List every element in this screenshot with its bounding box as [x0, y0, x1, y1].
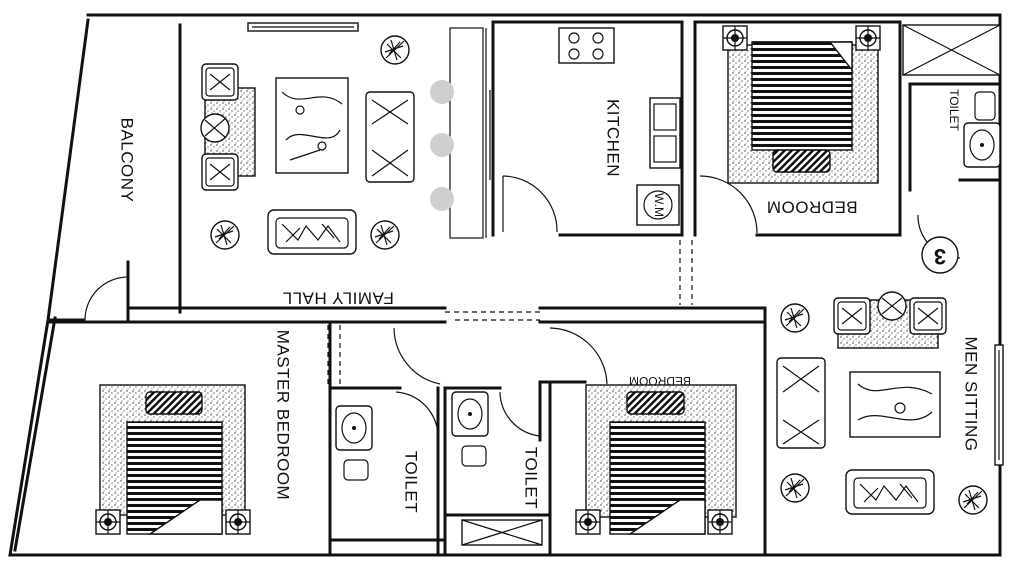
room-label-balcony: BALCONY: [118, 118, 137, 203]
interior-walls: [46, 20, 1002, 557]
windows: [247, 22, 1004, 546]
washing-machine-label: W.M: [652, 193, 666, 217]
room-label-bedroom-top: BEDROOM: [766, 198, 857, 217]
room-label-toilet-left: TOILET: [402, 451, 421, 513]
bedroom-bottom-furniture: [575, 384, 737, 535]
master-bedroom-furniture: [95, 384, 251, 535]
outer-walls: [8, 13, 1002, 557]
room-labels: BALCONY FAMILY HALL KITCHEN BEDROOM TOIL…: [118, 89, 981, 513]
room-marker: 3: [921, 236, 959, 274]
room-label-kitchen: KITCHEN: [604, 99, 623, 177]
room-label-toilet-top: TOILET: [947, 89, 961, 131]
family-hall-furniture: [200, 35, 415, 255]
room-label-bedroom-bottom: BEDROOM: [629, 374, 691, 388]
kitchen-appliances: W.M: [558, 27, 681, 226]
room-label-toilet-mid: TOILET: [522, 447, 541, 509]
room-label-men-sitting: MEN SITTING: [962, 336, 981, 451]
men-sitting-furniture: [776, 291, 988, 515]
breakfast-counter: [430, 27, 491, 239]
toilet-left-fixtures: [335, 405, 373, 481]
toilet-mid-fixtures: [451, 391, 489, 467]
room-label-family-hall: FAMILY HALL: [282, 289, 394, 308]
room-marker-number: 3: [934, 244, 946, 269]
toilet-top-fixtures: [963, 91, 1001, 168]
room-label-master-bedroom: MASTER BEDROOM: [274, 330, 293, 500]
dashed-openings: [327, 240, 693, 385]
bedroom-top-furniture: [722, 25, 881, 184]
